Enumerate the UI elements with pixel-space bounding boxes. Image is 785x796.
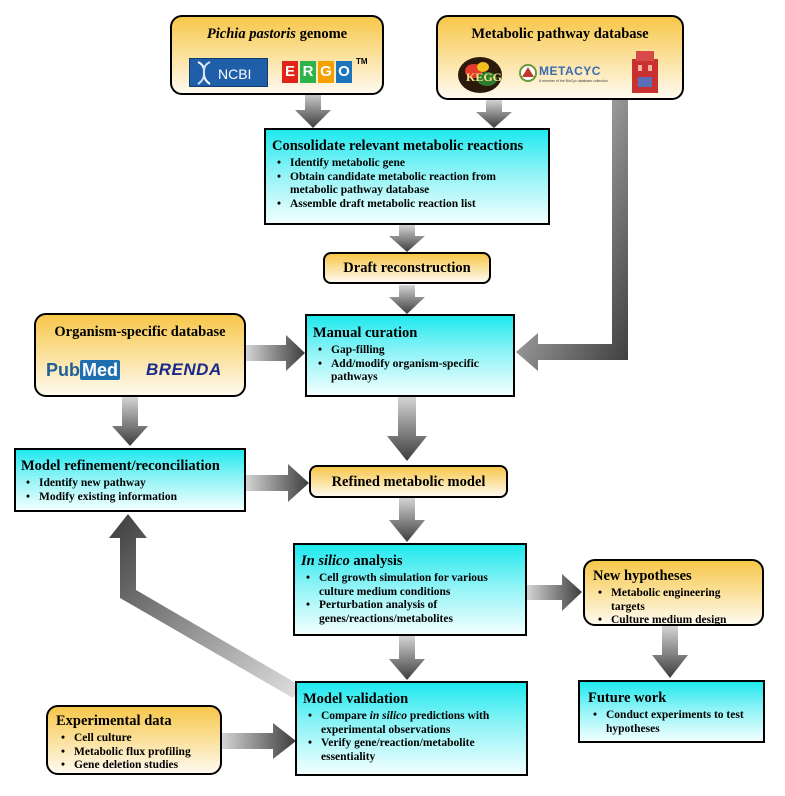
genome-title-italic: Pichia pastoris bbox=[206, 26, 296, 42]
ncbi-logo-text: NCBI bbox=[218, 66, 252, 82]
model-validation-box: Model validation Compare in silico predi… bbox=[295, 681, 528, 776]
ergo-letter-tile: E bbox=[282, 61, 298, 83]
arrow-validation-to-refinement bbox=[109, 514, 301, 698]
ergo-letter-tile: O bbox=[336, 61, 352, 83]
brenda-text: BRENDA bbox=[146, 360, 222, 379]
manual-item: Add/modify organism-specific pathways bbox=[318, 358, 501, 385]
arrow-genome-to-consolidate bbox=[295, 92, 331, 128]
ergo-tm: TM bbox=[356, 57, 368, 66]
refinement-item: Identify new pathway bbox=[26, 477, 244, 491]
insilico-list: Cell growth simulation for various cultu… bbox=[301, 572, 525, 626]
ncbi-logo: NCBI bbox=[189, 58, 268, 87]
experimental-list: Cell culture Metabolic flux profiling Ge… bbox=[56, 732, 220, 773]
kegg-logo: KEGG bbox=[456, 55, 504, 95]
hypotheses-title: New hypotheses bbox=[593, 568, 692, 584]
experimental-data-box: Experimental data Cell culture Metabolic… bbox=[46, 705, 222, 775]
validation-title: Model validation bbox=[303, 691, 409, 707]
genome-title-rest: genome bbox=[295, 26, 348, 42]
model-refinement-box: Model refinement/reconciliation Identify… bbox=[14, 448, 246, 512]
dna-helix-icon bbox=[197, 61, 211, 85]
manual-list: Gap-filling Add/modify organism-specific… bbox=[313, 344, 513, 385]
arrow-organismdb-to-manual bbox=[246, 335, 305, 371]
validation-item: Compare in silico predictions with exper… bbox=[308, 710, 521, 737]
arrow-hypotheses-to-future bbox=[652, 626, 688, 678]
experimental-item: Gene deletion studies bbox=[61, 759, 220, 773]
experimental-item: Cell culture bbox=[61, 732, 220, 746]
kegg-text: KEGG bbox=[466, 70, 502, 84]
arrow-pathwaydb-to-consolidate bbox=[476, 100, 512, 128]
arrow-pathwaydb-to-manual bbox=[516, 100, 628, 371]
pathway-db-title: Metabolic pathway database bbox=[471, 26, 649, 42]
hypotheses-item: Culture medium design bbox=[598, 614, 762, 628]
arrow-insilico-to-validation bbox=[389, 636, 425, 680]
insilico-item: Perturbation analysis of genes/reactions… bbox=[306, 599, 489, 626]
pathway-database-box: Metabolic pathway database KEGG METACYC … bbox=[436, 15, 684, 100]
insilico-title: In silico analysis bbox=[301, 553, 525, 570]
future-list: Conduct experiments to test hypotheses bbox=[588, 709, 763, 736]
refinement-item: Modify existing information bbox=[26, 491, 244, 505]
arrow-experimental-to-validation bbox=[222, 723, 296, 759]
arrow-refinement-to-refined bbox=[246, 464, 309, 502]
manual-curation-box: Manual curation Gap-filling Add/modify o… bbox=[305, 314, 515, 397]
draft-title: Draft reconstruction bbox=[343, 260, 471, 276]
hypotheses-item: Metabolic engineering targets bbox=[598, 587, 741, 614]
ergo-letter-tile: G bbox=[318, 61, 334, 83]
arrow-draft-to-manual bbox=[389, 285, 425, 314]
genome-box-title: Pichia pastoris genome bbox=[172, 26, 382, 43]
organism-db-title: Organism-specific database bbox=[54, 324, 226, 340]
hypotheses-list: Metabolic engineering targets Culture me… bbox=[593, 587, 762, 628]
kegg-icon: KEGG bbox=[458, 57, 502, 93]
future-title: Future work bbox=[588, 690, 667, 706]
validation-list: Compare in silico predictions with exper… bbox=[303, 710, 526, 764]
draft-reconstruction-box: Draft reconstruction bbox=[323, 252, 491, 284]
manual-title: Manual curation bbox=[313, 325, 418, 341]
new-hypotheses-box: New hypotheses Metabolic engineering tar… bbox=[583, 559, 764, 628]
arrow-manual-to-refined bbox=[387, 397, 427, 461]
ergo-letter-tile: R bbox=[300, 61, 316, 83]
manual-item: Gap-filling bbox=[318, 344, 513, 358]
consolidate-reactions-box: Consolidate relevant metabolic reactions… bbox=[264, 128, 550, 225]
future-work-box: Future work Conduct experiments to test … bbox=[578, 680, 765, 743]
insilico-title-rest: analysis bbox=[349, 553, 403, 569]
insilico-title-italic: In silico bbox=[301, 553, 350, 569]
future-item: Conduct experiments to test hypotheses bbox=[593, 709, 746, 736]
validation-item-post: predictions with experimental observatio… bbox=[321, 710, 490, 736]
validation-item-italic: in silico bbox=[369, 710, 408, 722]
pubmed-med-text: Med bbox=[80, 360, 120, 380]
brenda-logo: BRENDA bbox=[146, 360, 238, 384]
metacyc-logo: METACYC A member of the BioCyc database … bbox=[518, 61, 616, 89]
consolidate-item: Assemble draft metabolic reaction list bbox=[277, 198, 548, 212]
refined-model-title: Refined metabolic model bbox=[331, 474, 486, 490]
pubmed-pub-text: Pub bbox=[46, 360, 80, 380]
metacyc-text: METACYC bbox=[539, 64, 601, 78]
refined-model-box: Refined metabolic model bbox=[309, 465, 508, 498]
arrow-refined-to-insilico bbox=[389, 498, 425, 542]
insilico-item: Cell growth simulation for various cultu… bbox=[306, 572, 509, 599]
arrow-consolidate-to-draft bbox=[389, 225, 425, 252]
experimental-item: Metabolic flux profiling bbox=[61, 746, 220, 760]
validation-item-pre: Compare bbox=[321, 710, 370, 722]
refinement-list: Identify new pathway Modify existing inf… bbox=[21, 477, 244, 504]
arrow-organismdb-to-refinement bbox=[112, 397, 148, 446]
experimental-title: Experimental data bbox=[56, 713, 172, 729]
consolidate-item: Obtain candidate metabolic reaction from… bbox=[277, 171, 530, 198]
validation-item: Verify gene/reaction/metabolite essentia… bbox=[308, 737, 521, 764]
database-tower-icon bbox=[632, 51, 658, 93]
insilico-analysis-box: In silico analysis Cell growth simulatio… bbox=[293, 543, 527, 636]
refinement-title: Model refinement/reconciliation bbox=[21, 458, 220, 474]
consolidate-list: Identify metabolic gene Obtain candidate… bbox=[272, 157, 548, 211]
consolidate-item: Identify metabolic gene bbox=[277, 157, 548, 171]
metacyc-triangle-icon bbox=[519, 64, 537, 82]
brenda-tower-logo bbox=[630, 47, 660, 95]
metacyc-subtext: A member of the BioCyc database collecti… bbox=[539, 79, 608, 83]
consolidate-title: Consolidate relevant metabolic reactions bbox=[272, 138, 524, 154]
arrow-insilico-to-hypotheses bbox=[527, 574, 582, 611]
